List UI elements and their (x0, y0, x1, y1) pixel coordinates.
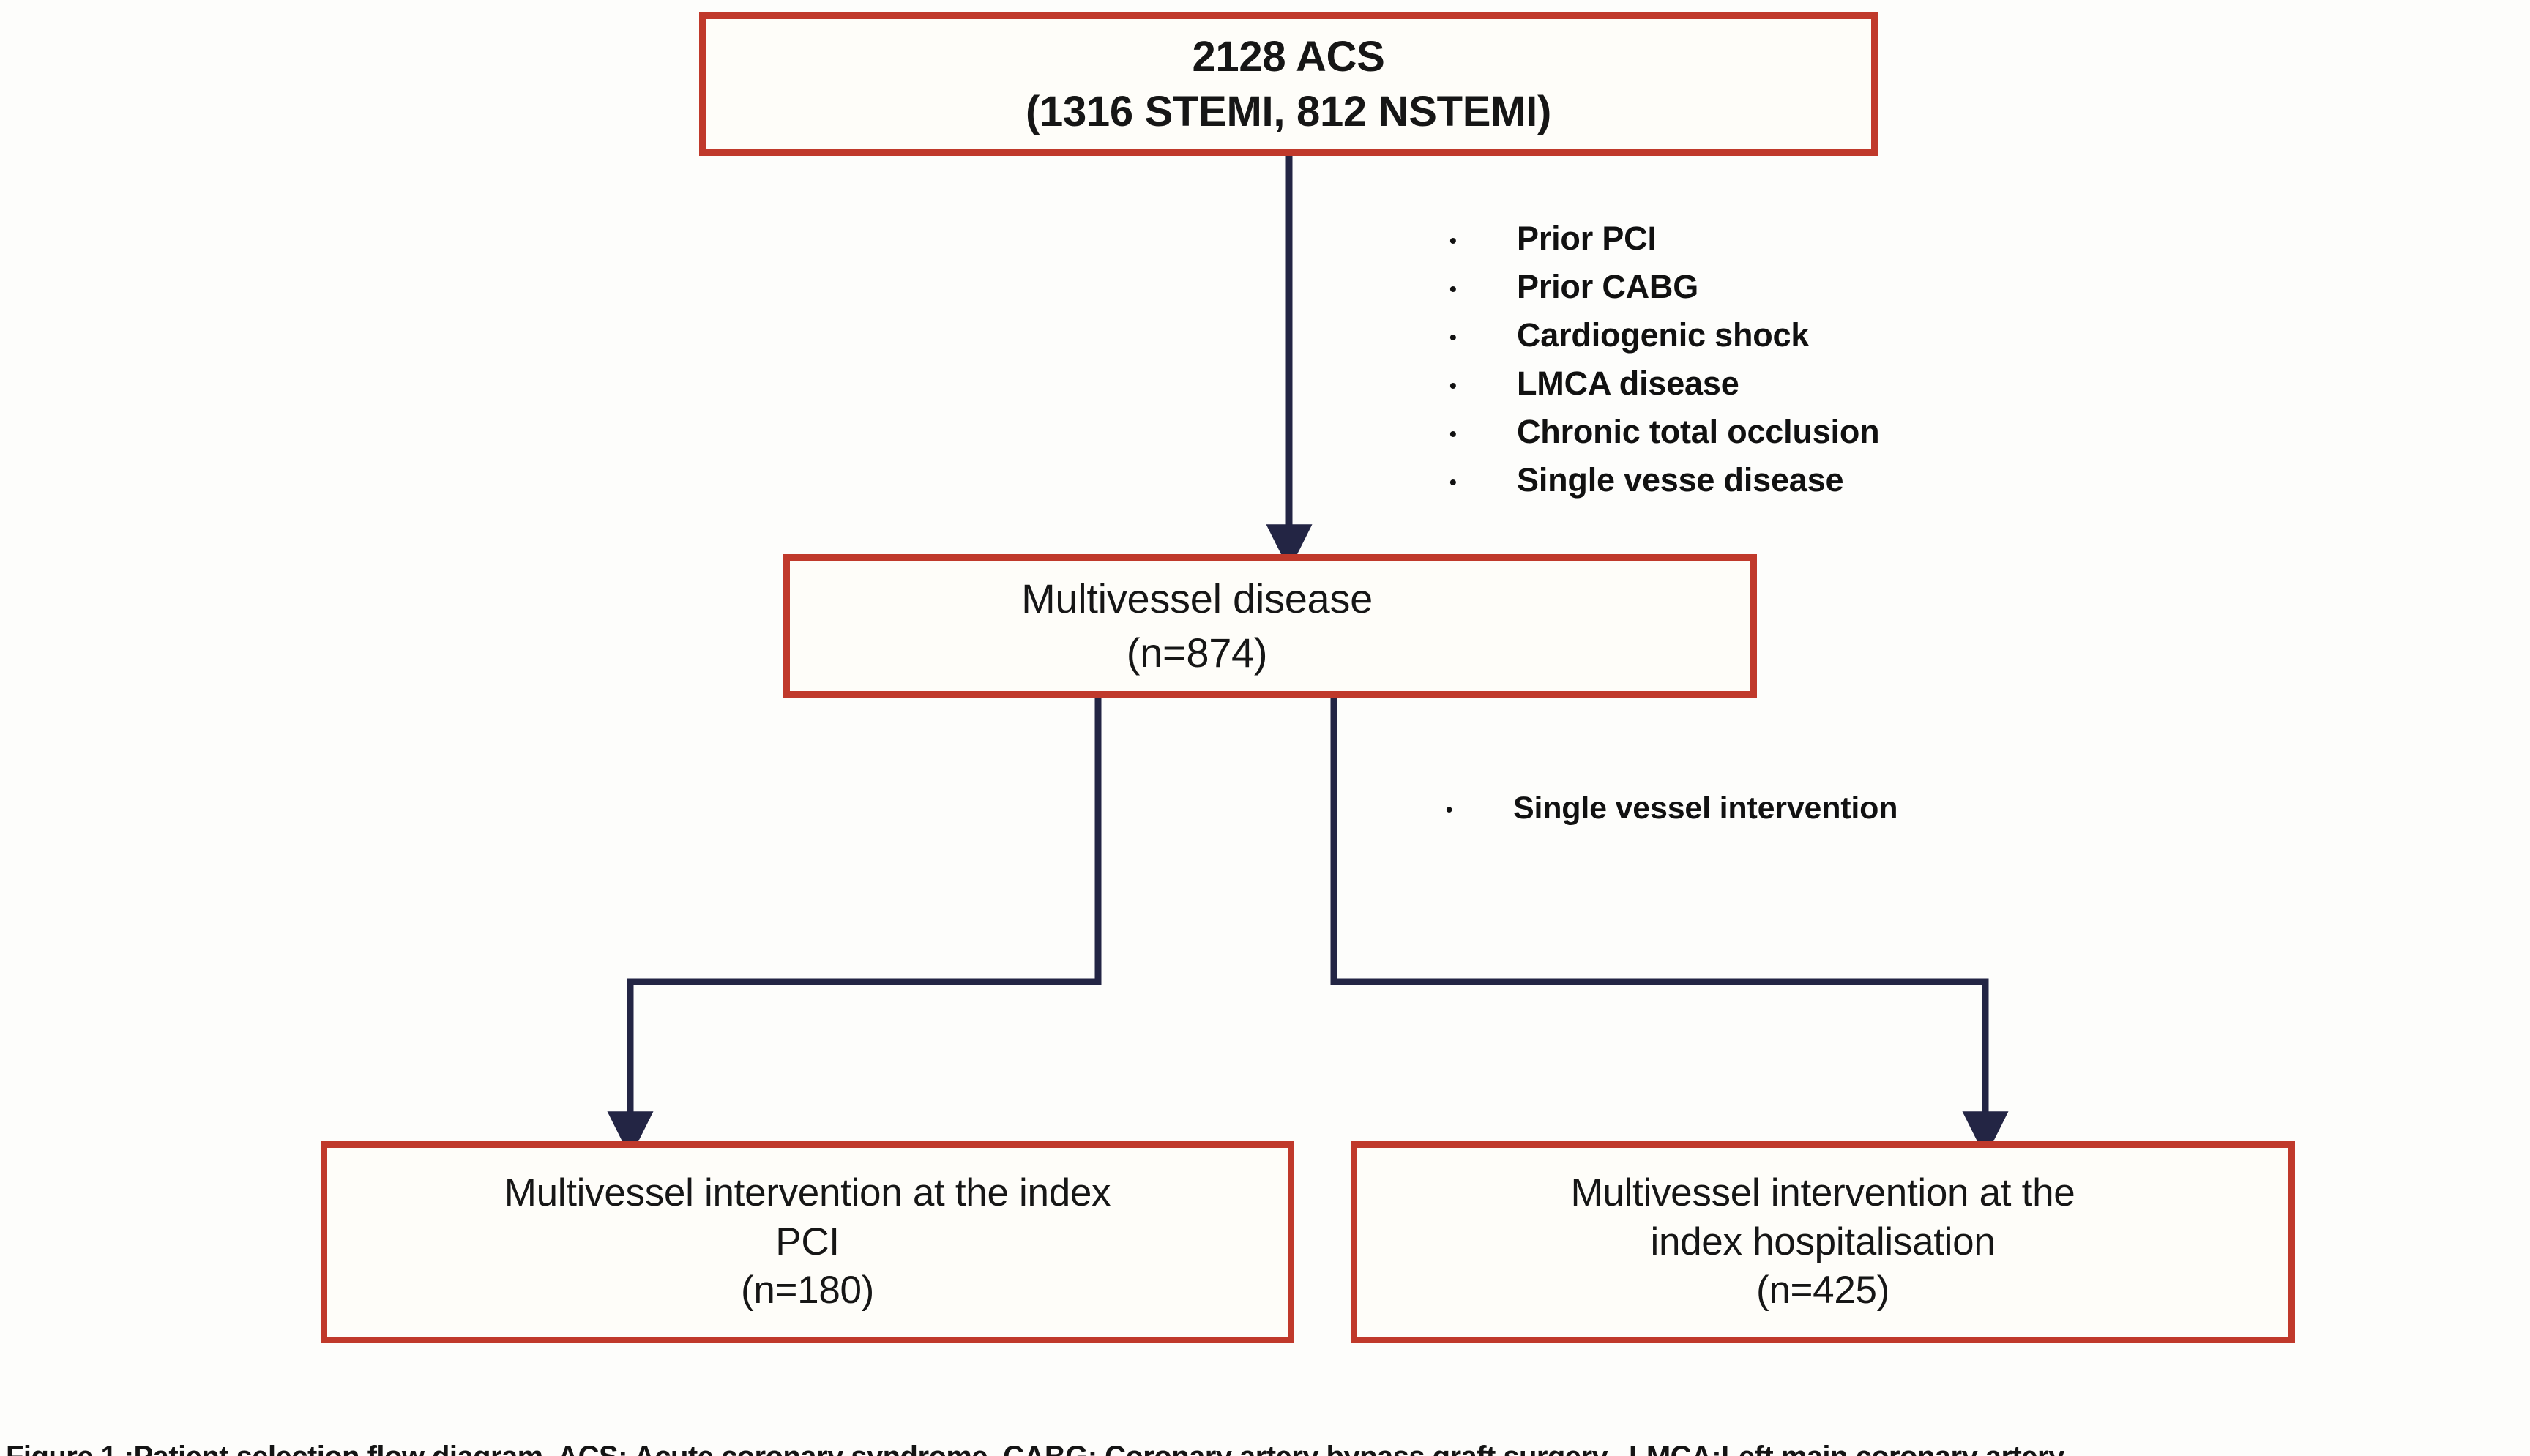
multivessel-disease-line-1: Multivessel disease (1021, 575, 1373, 622)
list-item: • LMCA disease (1449, 365, 1879, 413)
list-item-label: Single vessel intervention (1513, 791, 1898, 826)
acs-cohort-line-2: (1316 STEMI, 812 NSTEMI) (1025, 88, 1552, 135)
exclusion-criteria-list: • Prior PCI • Prior CABG • Cardiogenic s… (1449, 220, 1880, 509)
bullet-icon: • (1446, 798, 1453, 821)
list-item: • Cardiogenic shock (1449, 316, 1879, 365)
bullet-icon: • (1449, 228, 1457, 252)
figure-caption: Figure 1 :Patient selection flow diagram… (6, 1353, 2517, 1456)
multivessel-index-pci-box: Multivessel intervention at the index PC… (321, 1141, 1294, 1343)
list-item: • Prior CABG (1449, 268, 1879, 316)
acs-cohort-line-1: 2128 ACS (1192, 32, 1385, 81)
branch-criteria-list: • Single vessel intervention (1446, 791, 1898, 836)
list-item: • Prior PCI (1449, 220, 1879, 268)
list-item-label: Prior CABG (1517, 268, 1699, 305)
list-item-label: Prior PCI (1517, 220, 1657, 257)
index-hospitalisation-line-2: index hospitalisation (1650, 1220, 1996, 1263)
acs-cohort-box: 2128 ACS (1316 STEMI, 812 NSTEMI) (699, 12, 1878, 156)
index-pci-line-1: Multivessel intervention at the index (504, 1171, 1111, 1214)
bullet-icon: • (1449, 470, 1457, 493)
list-item-label: Single vesse disease (1517, 461, 1844, 499)
connector-multivessel-to-index-hospitalisation (1330, 698, 2009, 1158)
index-hospitalisation-line-3: (n=425) (1755, 1269, 1890, 1313)
multivessel-disease-line-2: (n=874) (1126, 630, 1268, 676)
list-item: • Single vesse disease (1449, 461, 1879, 509)
bullet-icon: • (1449, 277, 1457, 300)
bullet-icon: • (1449, 422, 1457, 445)
index-pci-line-2: PCI (775, 1220, 840, 1263)
connector-multivessel-to-index-pci (607, 698, 1102, 1158)
bullet-icon: • (1449, 325, 1457, 348)
index-pci-line-3: (n=180) (740, 1269, 875, 1313)
multivessel-index-hospitalisation-box: Multivessel intervention at the index ho… (1351, 1141, 2295, 1343)
multivessel-disease-box: Multivessel disease (n=874) (783, 554, 1757, 698)
bullet-icon: • (1449, 373, 1457, 397)
list-item-label: LMCA disease (1517, 365, 1739, 402)
list-item-label: Cardiogenic shock (1517, 316, 1810, 354)
figure-caption-line-1: Figure 1 :Patient selection flow diagram… (6, 1436, 2517, 1456)
list-item: • Chronic total occlusion (1449, 413, 1880, 461)
list-item: • Single vessel intervention (1446, 791, 1898, 836)
list-item-label: Chronic total occlusion (1517, 413, 1880, 450)
index-hospitalisation-line-1: Multivessel intervention at the (1570, 1171, 2075, 1214)
